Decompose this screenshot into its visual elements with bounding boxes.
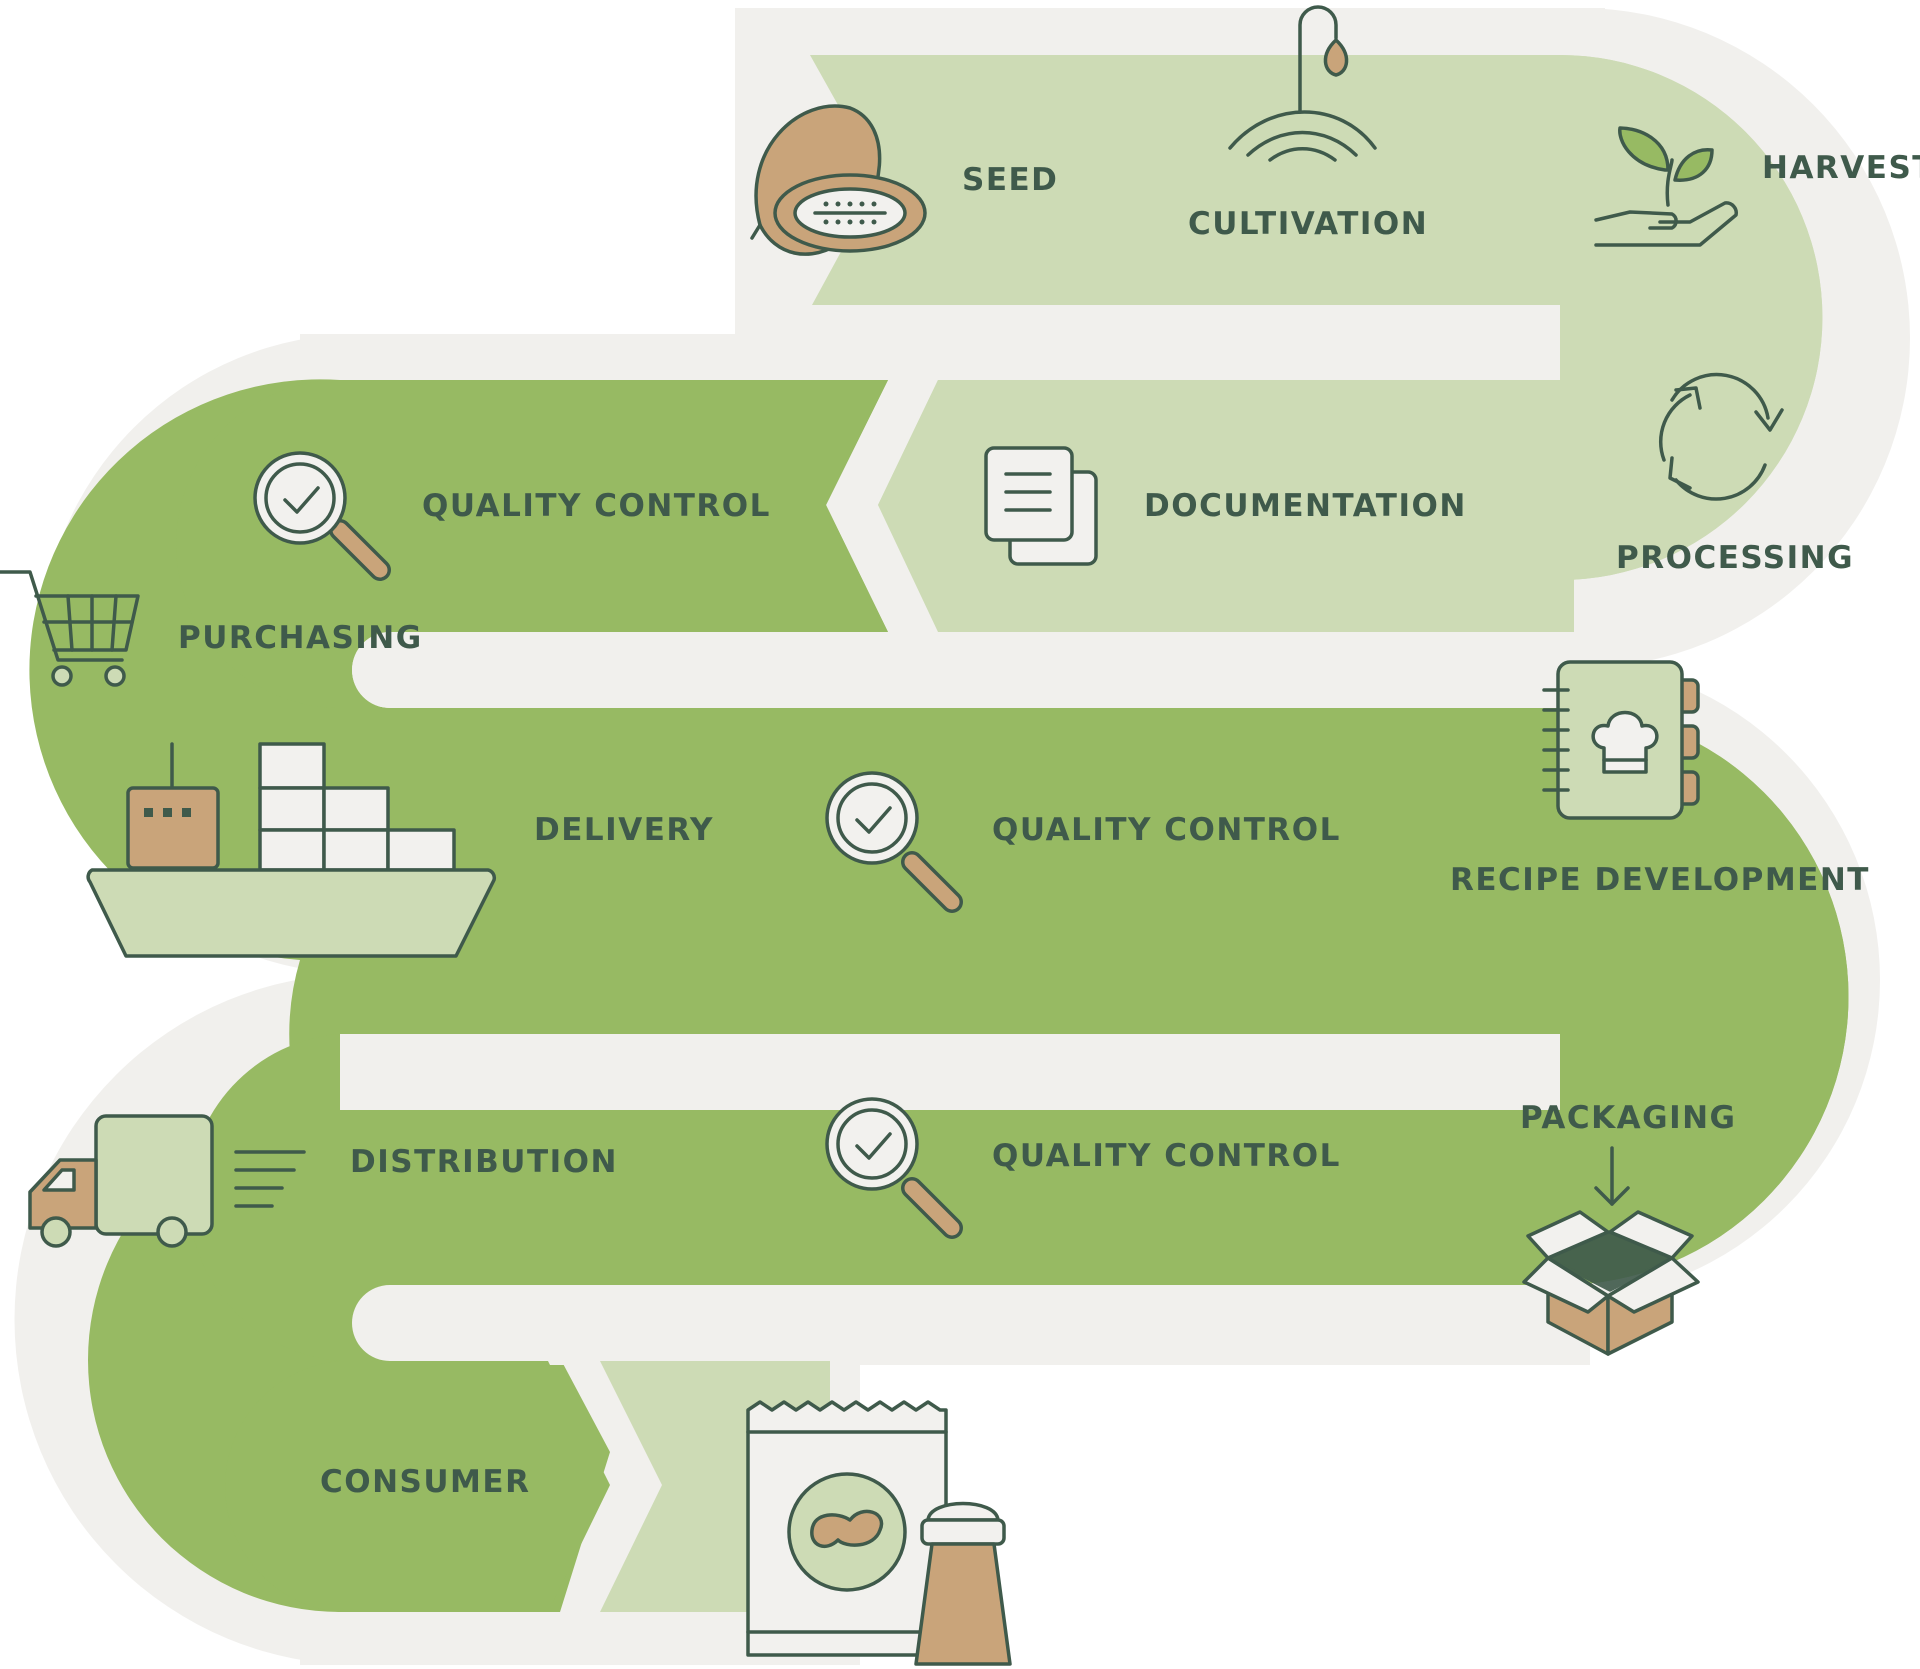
cocoa-pod-icon (750, 104, 927, 256)
stage-label-packaging: PACKAGING (1520, 1100, 1737, 1136)
stage-label-consumer: CONSUMER (320, 1464, 530, 1500)
sprinkler-icon (1228, 5, 1377, 162)
stage-label-quality-control-2: QUALITY CONTROL (992, 812, 1341, 848)
open-box-icon (1522, 1146, 1700, 1356)
sprout-in-hand-icon (1594, 126, 1738, 247)
recipe-book-icon (1542, 660, 1700, 820)
stage-label-purchasing: PURCHASING (178, 620, 423, 656)
stage-label-distribution: DISTRIBUTION (350, 1144, 618, 1180)
magnifier-check-icon-1 (253, 451, 391, 581)
delivery-truck-icon (28, 1114, 306, 1248)
stage-label-recipe-development: RECIPE DEVELOPMENT (1450, 862, 1870, 898)
cargo-ship-icon (86, 742, 497, 958)
shopping-cart-icon (0, 570, 140, 687)
stage-label-seed: SEED (962, 162, 1058, 198)
road-gap-1 (812, 305, 1612, 380)
stage-label-processing: PROCESSING (1616, 540, 1854, 576)
magnifier-check-icon-2 (825, 771, 963, 913)
stage-label-cultivation: CULTIVATION (1188, 206, 1428, 242)
stage-label-delivery: DELIVERY (534, 812, 714, 848)
recycle-arrows-icon (1658, 372, 1784, 501)
road-segment-2b (340, 380, 1574, 708)
road-curves-right (1560, 55, 1849, 1285)
stage-label-harvest: HARVEST (1762, 150, 1920, 186)
stage-label-quality-control-1: QUALITY CONTROL (422, 488, 771, 524)
documents-icon (984, 446, 1098, 566)
stage-label-quality-control-3: QUALITY CONTROL (992, 1138, 1341, 1174)
stage-label-documentation: DOCUMENTATION (1144, 488, 1467, 524)
snack-bag-and-salt-icon (746, 1400, 1012, 1666)
magnifier-check-icon-3 (825, 1097, 963, 1239)
